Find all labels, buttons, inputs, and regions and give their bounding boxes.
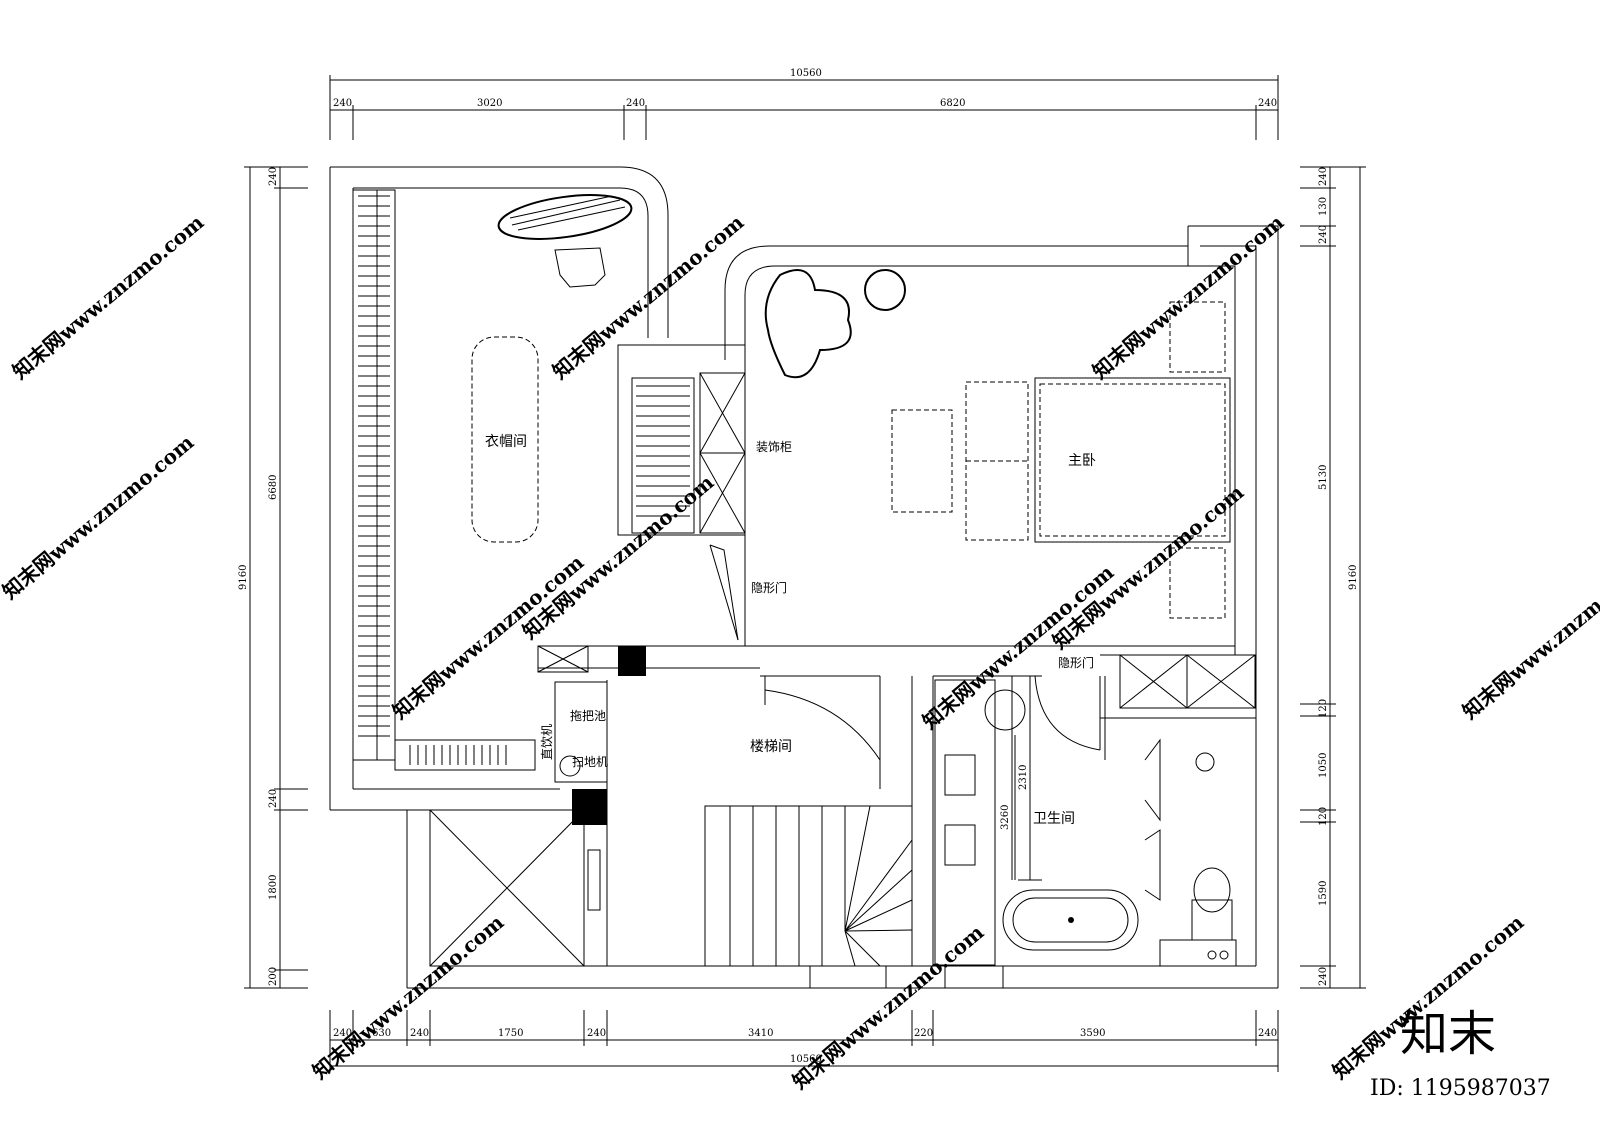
elevator-shaft (429, 809, 601, 967)
dim-right-seg: 240 (1318, 967, 1329, 986)
dim-bath-b: 3260 (1000, 805, 1011, 830)
dim-left-seg: 6680 (268, 475, 279, 500)
watermark-text: 知末网www.znzmo.com (918, 560, 1119, 734)
hidden-door-1 (709, 544, 739, 641)
watermark-text: 知末网www.znzmo.com (1048, 480, 1249, 654)
basin (944, 754, 976, 796)
image-id: ID: 1195987037 (1370, 1076, 1551, 1101)
dim-top-seg: 240 (333, 98, 352, 109)
dim-right-seg: 120 (1318, 807, 1329, 826)
dim-left-total: 9160 (238, 565, 249, 590)
label-master-bedroom: 主卧 (1068, 453, 1096, 469)
label-cloakroom: 衣帽间 (485, 434, 527, 450)
dim-left-seg: 240 (268, 167, 279, 186)
column-block (618, 646, 646, 676)
dim-top-total: 10560 (790, 68, 822, 79)
watermark-logo: 知末 (1400, 1006, 1496, 1062)
dim-bottom-seg: 220 (914, 1028, 933, 1039)
dim-right-seg: 240 (1318, 225, 1329, 244)
dim-bottom-seg: 3410 (748, 1028, 773, 1039)
dim-bottom-seg: 240 (410, 1028, 429, 1039)
bathroom-fixtures (934, 654, 1256, 989)
dim-left-seg: 1800 (268, 875, 279, 900)
dimensions-top: 10560 240 3020 240 6820 240 (329, 68, 1279, 140)
watermark-text: 知末网www.znzmo.com (0, 430, 198, 604)
walls (329, 166, 1279, 989)
lounge-chair (497, 194, 633, 288)
watermark-text: 知末网www.znzmo.com (1458, 550, 1600, 724)
dim-left-seg: 200 (268, 967, 279, 986)
armchair (764, 269, 852, 379)
dim-bottom-seg: 240 (587, 1028, 606, 1039)
decor-cabinet (699, 372, 746, 534)
dim-right-seg: 120 (1318, 699, 1329, 718)
watermark-text: 知末网www.znzmo.com (388, 550, 589, 724)
dim-right-seg: 1050 (1318, 753, 1329, 778)
column-block (572, 789, 607, 825)
utility-corner (537, 645, 608, 783)
dim-top-seg: 3020 (477, 98, 502, 109)
label-decor-cabinet: 装饰柜 (756, 440, 792, 454)
rug (891, 409, 953, 513)
dim-bottom-total: 10560 (790, 1054, 822, 1065)
label-hidden-door: 隐形门 (1058, 655, 1094, 670)
dimensions-right: 240 130 240 5130 120 1050 120 1590 240 9… (1300, 166, 1366, 989)
dim-top-seg: 240 (626, 98, 645, 109)
dimensions-bottom: 240 630 240 1750 240 3410 220 3590 240 1… (329, 1010, 1279, 1072)
dim-top-seg: 6820 (940, 98, 965, 109)
cloakroom-island (471, 336, 539, 543)
dim-bath-a: 2310 (1018, 765, 1029, 790)
window (944, 965, 1004, 989)
window (809, 965, 887, 989)
dim-right-seg: 5130 (1318, 465, 1329, 490)
nightstand (1169, 547, 1226, 619)
nightstand (1169, 301, 1226, 373)
toilet (1193, 867, 1231, 913)
stairwell (704, 676, 913, 989)
label-water-dispenser: 直饮机 (540, 724, 554, 760)
dim-right-seg: 240 (1318, 167, 1329, 186)
side-table (864, 269, 906, 311)
label-bathroom: 卫生间 (1033, 811, 1075, 827)
toilet-tank (1191, 899, 1233, 941)
basin (944, 824, 976, 866)
room-labels: 衣帽间 装饰柜 隐形门 主卧 隐形门 楼梯间 卫生间 拖把池 扫地机 直饮机 2… (485, 434, 1096, 830)
dim-bottom-seg: 1750 (498, 1028, 523, 1039)
bedroom-furniture (764, 269, 1231, 619)
dim-left-seg: 240 (268, 789, 279, 808)
label-hidden-door: 隐形门 (751, 580, 787, 595)
watermark-text: 知末网www.znzmo.com (788, 920, 989, 1094)
dim-bottom-seg: 630 (372, 1028, 391, 1039)
label-mop-sink: 拖把池 (570, 709, 606, 723)
dim-right-seg: 1590 (1318, 881, 1329, 906)
dim-bottom-seg: 240 (333, 1028, 352, 1039)
label-stairwell: 楼梯间 (750, 739, 792, 755)
watermark-text: 知末网www.znzmo.com (8, 210, 209, 384)
dim-right-total: 9160 (1348, 565, 1359, 590)
dim-top-seg: 240 (1258, 98, 1277, 109)
floor-drain (1195, 752, 1215, 772)
bed (1034, 377, 1231, 543)
dim-bottom-seg: 3590 (1080, 1028, 1105, 1039)
label-robot-vacuum: 扫地机 (572, 755, 608, 769)
dim-bottom-seg: 240 (1258, 1028, 1277, 1039)
bathtub (1002, 889, 1139, 951)
dimensions-left: 9160 240 6680 240 1800 200 (238, 166, 308, 989)
watermark-text: 知末网www.znzmo.com (308, 910, 509, 1084)
dim-right-seg: 130 (1318, 197, 1329, 216)
